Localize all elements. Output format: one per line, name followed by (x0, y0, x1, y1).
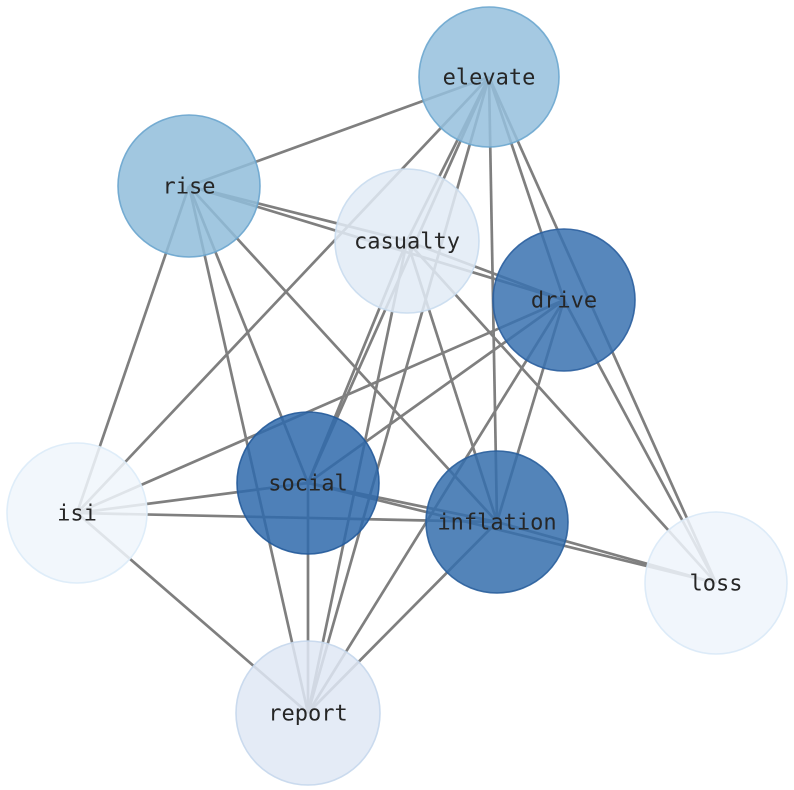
graph-edge-drive-isi (76, 298, 565, 515)
graph-edge-casualty-loss (405, 240, 718, 584)
node-label-social: social (268, 471, 347, 496)
graph-node-casualty (334, 168, 480, 314)
node-label-inflation: inflation (437, 510, 556, 535)
graph-node-report (235, 640, 381, 786)
node-label-drive: drive (531, 288, 597, 313)
graph-node-drive (492, 228, 636, 372)
node-label-elevate: elevate (443, 65, 536, 90)
node-label-loss: loss (690, 571, 743, 596)
graph-edge-elevate-report (306, 76, 491, 714)
graph-node-elevate (418, 6, 560, 148)
graph-node-isi (6, 442, 148, 584)
graph-edge-rise-inflation (188, 185, 498, 523)
node-label-isi: isi (57, 501, 97, 526)
graph-node-social (236, 411, 380, 555)
graph-node-inflation (425, 450, 569, 594)
node-label-report: report (268, 701, 347, 726)
graph-edge-elevate-isi (76, 76, 490, 514)
node-label-rise: rise (163, 174, 216, 199)
node-label-casualty: casualty (354, 229, 460, 254)
graph-node-loss (644, 511, 788, 655)
graph-node-rise (117, 114, 261, 258)
